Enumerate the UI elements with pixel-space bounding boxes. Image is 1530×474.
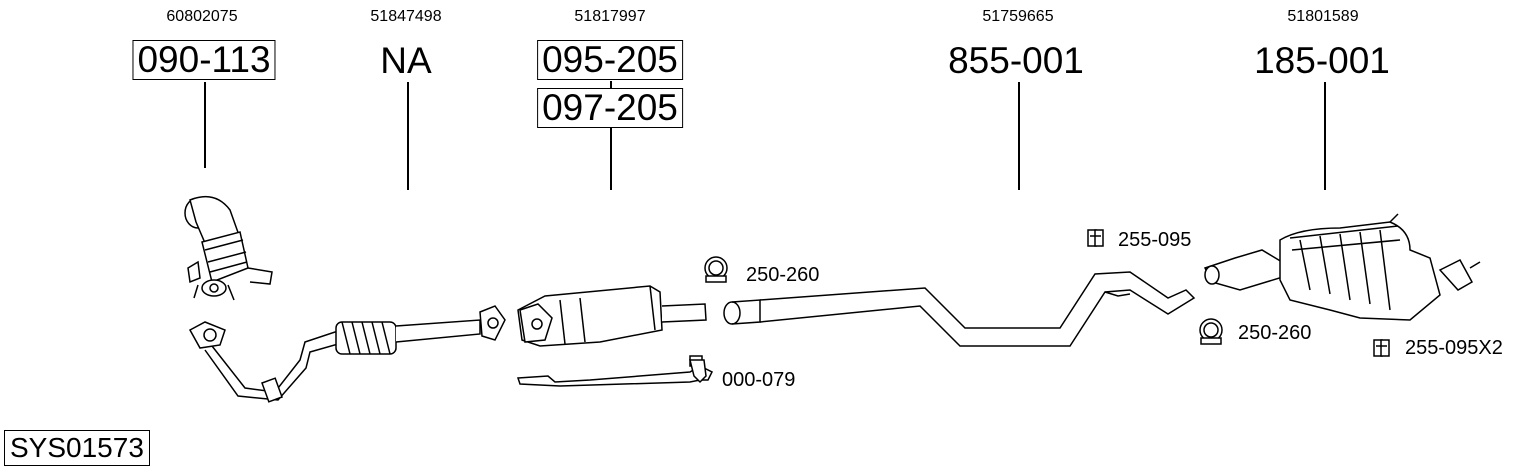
sensor-icon [689, 359, 707, 384]
rear-silencer-drawing [1203, 213, 1481, 321]
system-id-label: SYS01573 [4, 430, 150, 466]
part-number-rear-silencer[interactable]: 185-001 [1254, 40, 1390, 81]
hanger-icon [1373, 339, 1390, 357]
oem-number-front-pipe: 51847498 [370, 8, 442, 25]
front-pipe-drawing [188, 305, 506, 403]
middle-pipe-drawing [723, 271, 1196, 347]
part-number-catalyst[interactable]: 090-113 [132, 40, 276, 80]
clamp-icon [704, 256, 728, 283]
oem-number-dpf: 51817997 [574, 8, 646, 25]
catalyst-drawing [184, 195, 273, 301]
callout-hanger-single[interactable]: 255-095 [1118, 229, 1192, 251]
part-number-dpf[interactable]: 095-205 [537, 40, 683, 80]
callout-clamp-rear[interactable]: 250-260 [1238, 322, 1312, 344]
leader-lines [204, 81, 1326, 190]
callout-clamp-front[interactable]: 250-260 [746, 264, 820, 286]
clamp-icon [1199, 318, 1223, 345]
callout-sensor[interactable]: 000-079 [722, 369, 796, 391]
hanger-icon [1087, 229, 1104, 247]
oem-number-rear-silencer: 51801589 [1287, 8, 1359, 25]
part-number-middle-pipe[interactable]: 855-001 [948, 40, 1084, 81]
oem-number-middle-pipe: 51759665 [982, 8, 1054, 25]
callout-hanger-double[interactable]: 255-095X2 [1405, 337, 1503, 359]
part-number-dpf-alt[interactable]: 097-205 [537, 88, 683, 128]
part-number-front-pipe[interactable]: NA [380, 40, 432, 81]
oem-number-catalyst: 60802075 [166, 8, 238, 25]
dpf-drawing [516, 285, 714, 387]
